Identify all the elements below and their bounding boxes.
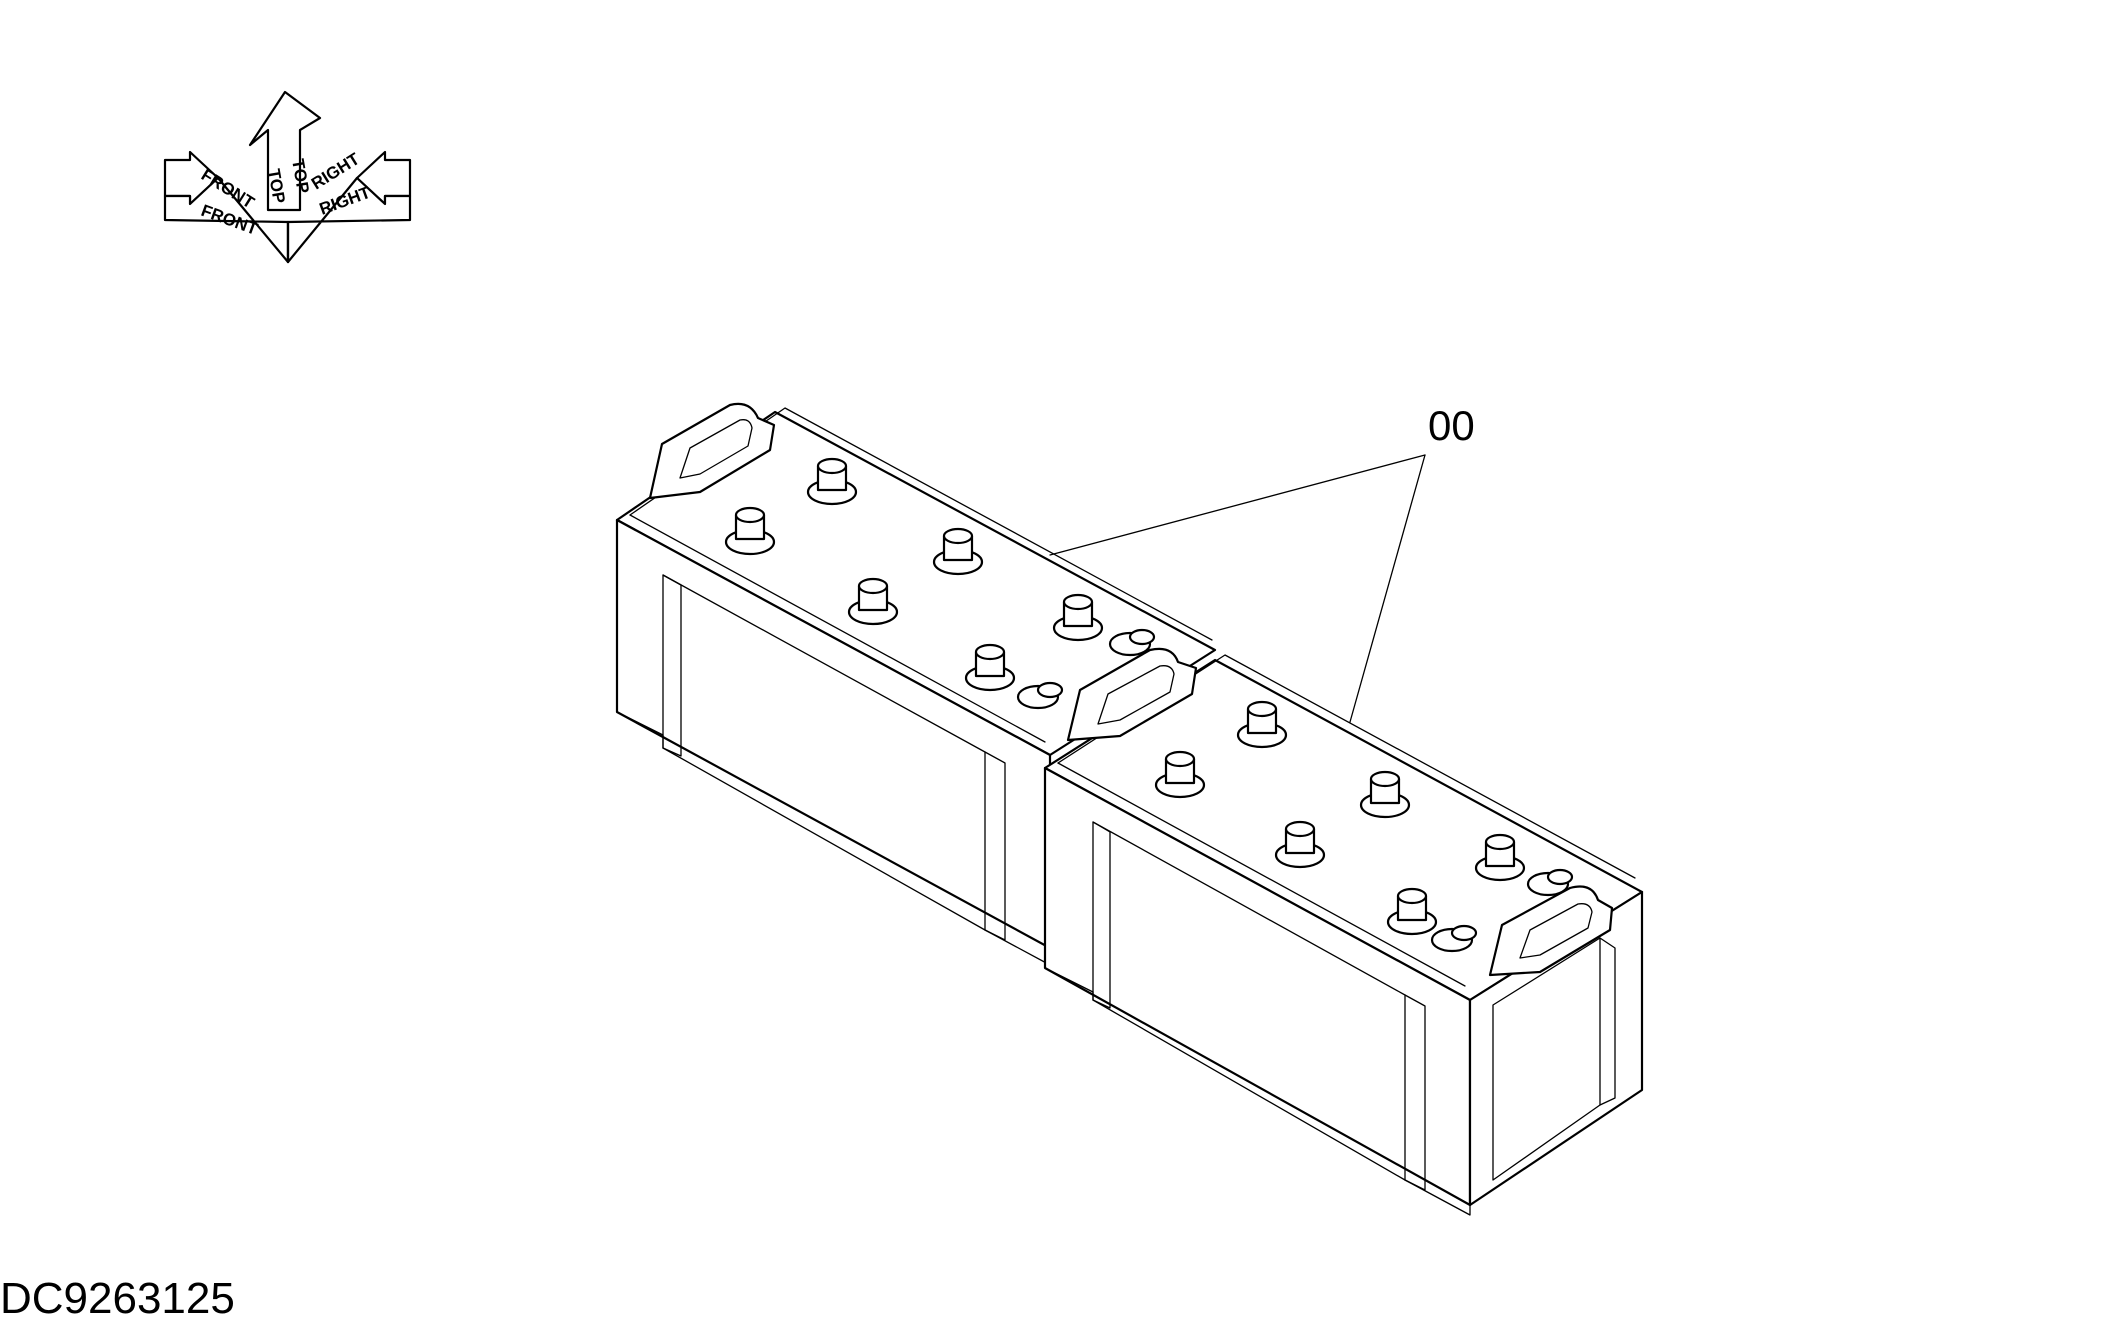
battery-right-terminal-icon <box>1430 868 1574 953</box>
battery-right-vent-cap-icon-3 <box>1274 820 1326 869</box>
battery-left-terminal-icon <box>1016 628 1156 710</box>
leader-line-left <box>1049 454 1426 556</box>
battery-left-vent-cap-icon-2 <box>806 457 858 506</box>
battery-left-vent-cap-icon-3 <box>847 577 899 626</box>
battery-right-vent-cap-icon <box>1154 750 1206 799</box>
battery-right <box>1043 647 1644 1216</box>
battery-left <box>615 402 1217 966</box>
battery-left-vent-cap-icon-4 <box>932 527 984 576</box>
battery-right-vent-cap-icon-2 <box>1236 700 1288 749</box>
battery-left-vent-cap-icon-6 <box>1052 593 1104 642</box>
leader-line-right <box>1349 454 1426 723</box>
battery-right-handle-icon <box>1066 647 1198 742</box>
document-id: DC9263125 <box>0 1274 235 1322</box>
battery-left-vent-cap-icon <box>724 506 776 556</box>
battery-left-handle-icon <box>648 402 776 500</box>
callout-group: 00 <box>1049 402 1475 723</box>
battery-right-vent-cap-icon-6 <box>1474 833 1526 882</box>
top-arrow-icon <box>248 90 322 212</box>
battery-left-vent-cap-icon-5 <box>964 643 1016 692</box>
battery-right-end-handle-icon <box>1488 885 1614 977</box>
battery-right-vent-cap-icon-4 <box>1359 770 1411 819</box>
orientation-indicator: FRONT FRONT TOP TOP RIGHT RIGHT <box>163 90 412 264</box>
battery-right-vent-cap-icon-5 <box>1386 887 1438 936</box>
callout-label: 00 <box>1428 402 1475 449</box>
